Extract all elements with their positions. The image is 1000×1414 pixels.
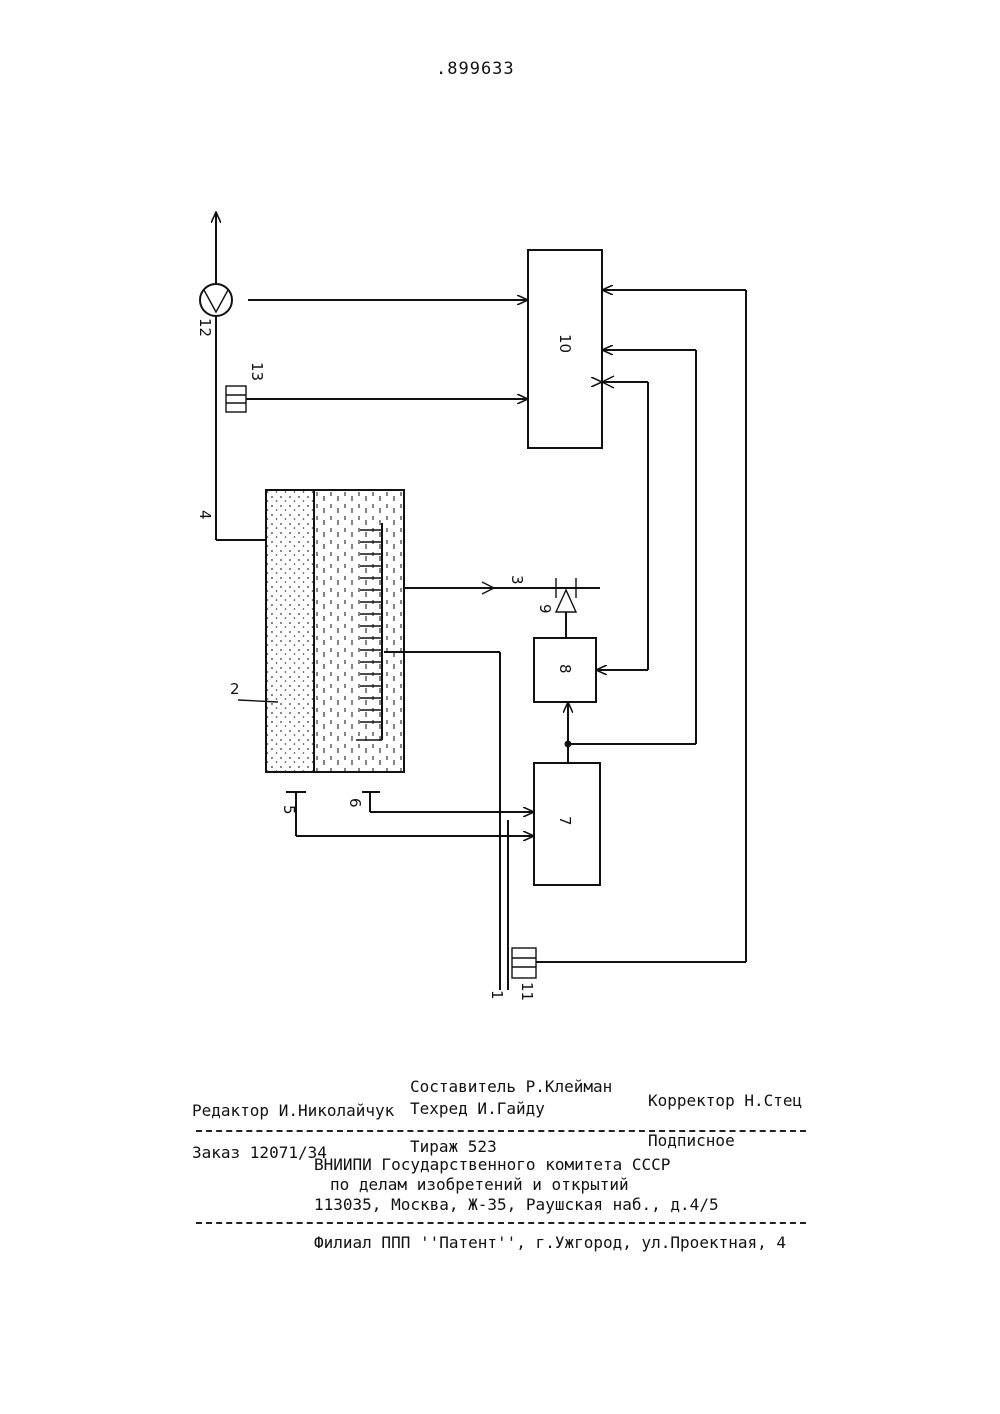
publisher: ВНИИПИ Государственного комитета СССР	[314, 1156, 670, 1174]
proofreader: Корректор Н.Стец	[648, 1092, 802, 1110]
tank	[266, 490, 404, 772]
label-3: 3	[508, 575, 526, 585]
valve-9	[556, 590, 576, 638]
subscription: Подписное	[648, 1132, 735, 1150]
tech-editor: Техред И.Гайду	[410, 1100, 545, 1118]
pump	[200, 284, 232, 316]
order-number: Заказ 12071/34	[192, 1144, 327, 1162]
label-13: 13	[248, 362, 266, 381]
print-run: Тираж 523	[410, 1138, 497, 1156]
label-7: 7	[556, 816, 574, 826]
label-12: 12	[196, 318, 214, 337]
label-9: 9	[536, 604, 554, 614]
sensor-13	[226, 386, 246, 412]
electrode-6	[362, 792, 534, 812]
compiler: Составитель Р.Клейман	[410, 1078, 612, 1096]
branch-address: Филиал ППП ''Патент'', г.Ужгород, ул.Про…	[314, 1234, 786, 1252]
label-8: 8	[556, 664, 574, 674]
editor: Редактор И.Николайчук	[192, 1102, 394, 1120]
sensor-11	[512, 948, 536, 978]
label-10: 10	[556, 334, 574, 353]
label-5: 5	[280, 805, 298, 815]
label-2: 2	[230, 680, 240, 698]
divider-bottom	[196, 1222, 806, 1224]
label-6: 6	[346, 798, 364, 808]
label-11: 11	[518, 982, 536, 1001]
label-4: 4	[196, 510, 214, 520]
label-1: 1	[488, 990, 506, 1000]
electrode-5	[286, 792, 534, 836]
publisher-subtitle: по делам изобретений и открытий	[330, 1176, 629, 1194]
publisher-address: 113035, Москва, Ж-35, Раушская наб., д.4…	[314, 1196, 719, 1214]
